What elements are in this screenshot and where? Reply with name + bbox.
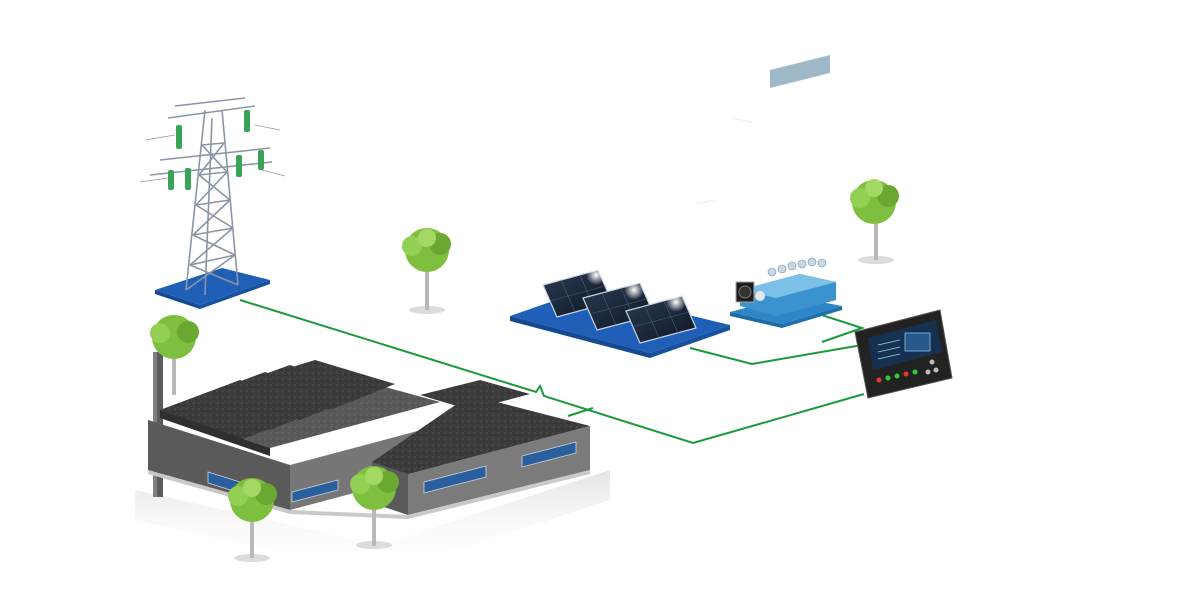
diesel-generator [730, 55, 842, 328]
insulators [168, 110, 264, 190]
tree-factory-left [150, 315, 199, 395]
genset-controller [854, 309, 953, 399]
factory-sawtooth-roof [160, 360, 440, 456]
tree-factory-front-2 [350, 466, 399, 549]
generator-engine-block [770, 55, 830, 89]
pylon-to-controller-line [239, 299, 865, 445]
solar-to-controller-line [689, 344, 863, 366]
factory-annex-wall-front [408, 426, 590, 515]
controller-screen-graphics [877, 332, 931, 360]
generator-cylinders [767, 257, 827, 277]
factory-windows [207, 441, 577, 503]
tree-factory-front-1 [228, 478, 277, 562]
background-glints [694, 117, 753, 205]
factory-annex-roof [372, 395, 590, 474]
tower-lattice [149, 97, 273, 296]
transmission-tower [139, 97, 286, 309]
wires [139, 124, 286, 183]
tree-right [850, 179, 899, 264]
factory-to-main-line [567, 407, 594, 417]
controller-buttons [876, 359, 939, 383]
tree-mid [402, 228, 451, 314]
solar-array [510, 265, 730, 358]
tower-platform [155, 268, 270, 305]
